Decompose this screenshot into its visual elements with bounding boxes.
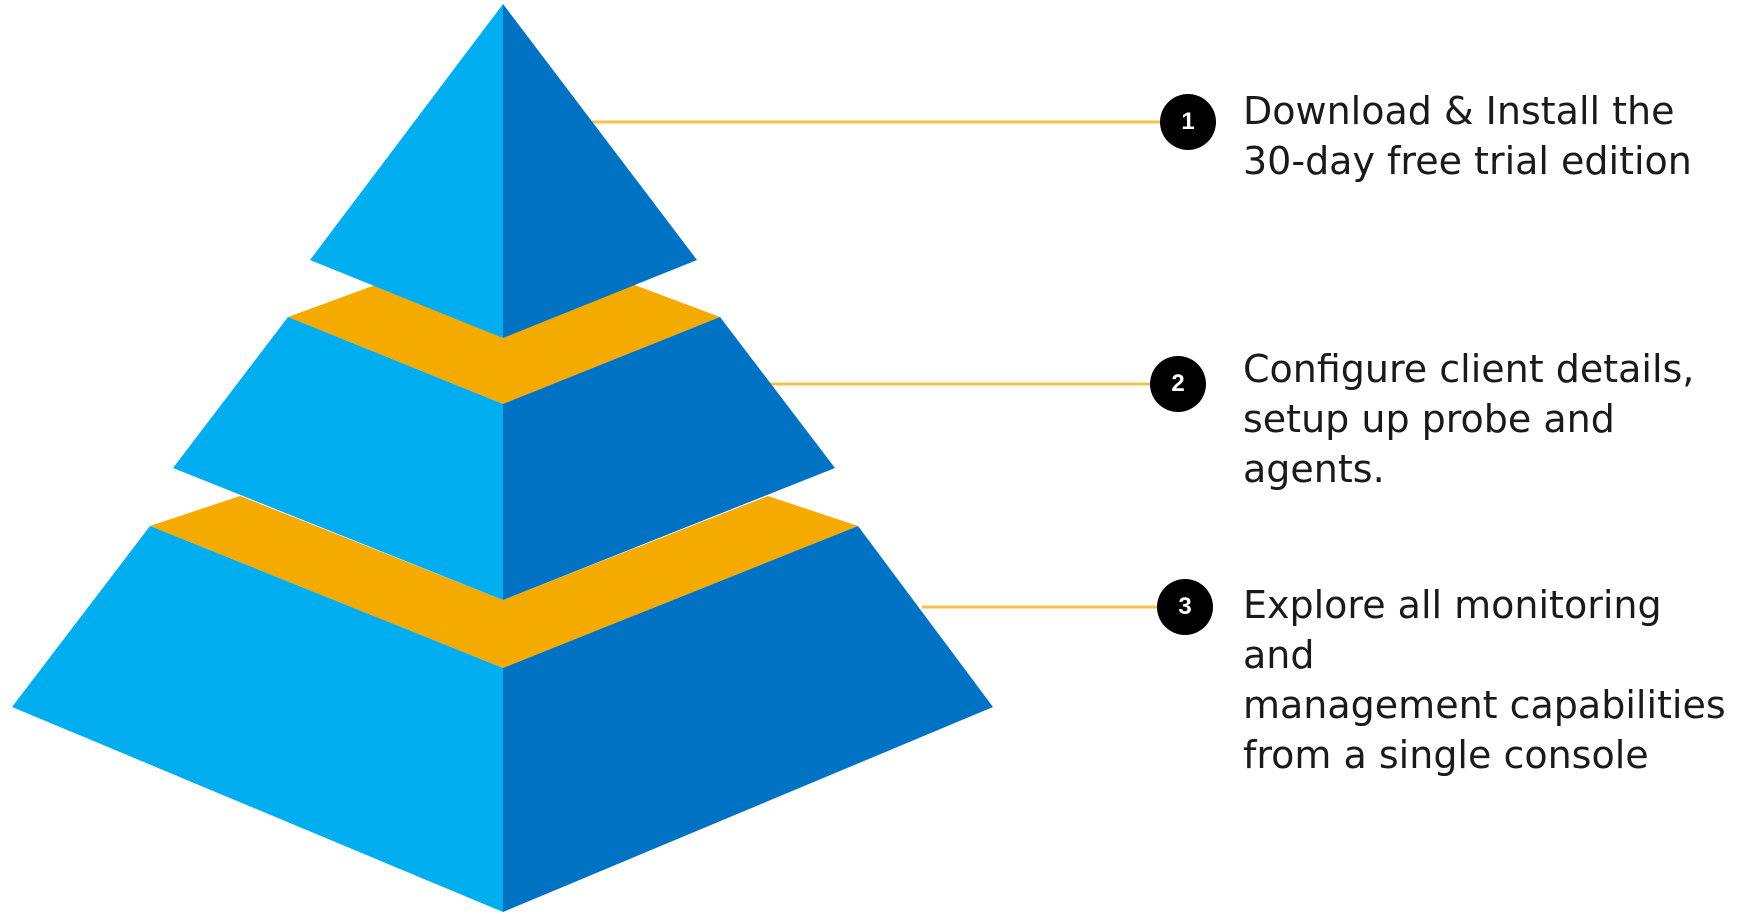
step-1-badge: 1	[1160, 94, 1216, 150]
step-3-badge: 3	[1157, 579, 1213, 635]
step-2-text: Configure client details, setup up probe…	[1243, 347, 1695, 491]
tier-2-face-left	[173, 317, 503, 600]
tier-3-band-left	[150, 496, 503, 668]
step-2-badge: 2	[1150, 356, 1206, 412]
tier-1-face-left	[310, 4, 503, 338]
step-3-text: Explore all monitoring and management ca…	[1243, 583, 1726, 777]
tier-3-band-right	[503, 496, 858, 668]
tier-1-face-right	[503, 4, 697, 338]
tier-2-face-right	[503, 317, 835, 600]
tier-3-face-right	[503, 526, 993, 912]
tier-2-band-left	[288, 284, 503, 404]
tier-3-face-left	[12, 526, 503, 912]
tier-2-band-right	[503, 284, 720, 404]
step-1-text: Download & Install the 30-day free trial…	[1243, 89, 1692, 183]
